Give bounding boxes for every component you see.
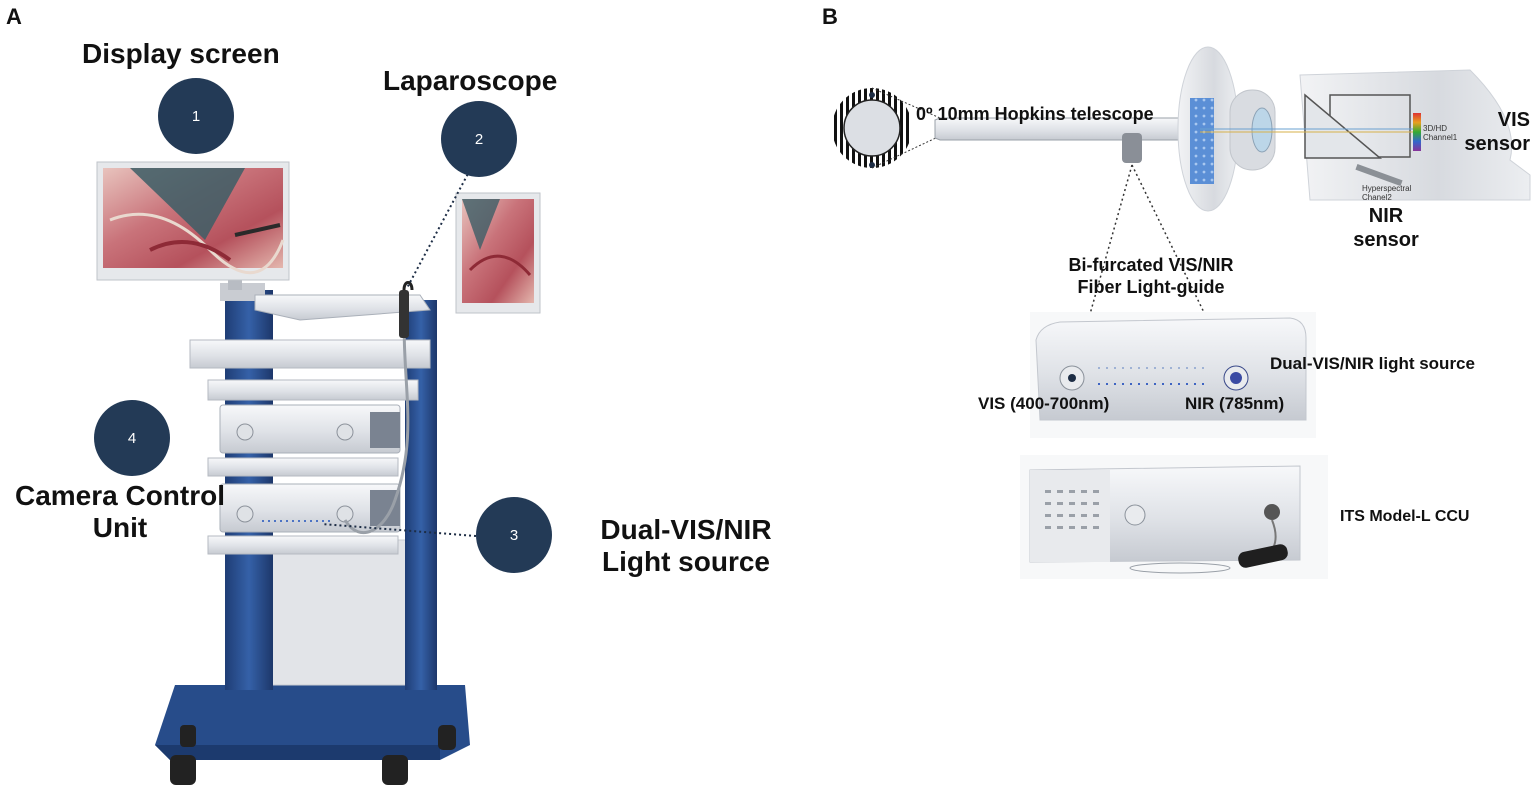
nir-sensor-line2: sensor [1353, 229, 1419, 251]
badge-1: 1 [158, 78, 234, 154]
dual-light-source-device [1030, 312, 1316, 438]
light-source-label: Dual-VIS/NIR Light source [588, 514, 784, 578]
channel1-line1: 3D/HD [1423, 124, 1448, 133]
telescope-label: 0º 10mm Hopkins telescope [916, 104, 1154, 124]
channel1-line2: Channel1 [1423, 133, 1458, 142]
light-source-line2: Light source [601, 546, 770, 577]
cart-base [155, 685, 470, 760]
vis-sensor-chip [1413, 113, 1421, 151]
cart-wheels [170, 725, 456, 785]
telescope-cross-section [832, 87, 941, 169]
light-guide-post [1122, 133, 1142, 163]
light-guide-line2: Fiber Light-guide [1077, 277, 1225, 297]
dual-light-source-label: Dual-VIS/NIR light source [1270, 354, 1475, 373]
channel2-line2: Chanel2 [1362, 193, 1392, 202]
light-source-line1: Dual-VIS/NIR [600, 514, 772, 545]
camera-control-unit-label: Camera Control Unit [0, 480, 240, 544]
nir-sensor-chip [1355, 163, 1403, 187]
ccu-label: ITS Model-L CCU [1340, 508, 1470, 525]
nir-sensor-line1: NIR [1368, 205, 1404, 227]
prism-blue [1190, 98, 1214, 184]
channel2-line1: Hyperspectral [1362, 184, 1412, 193]
vis-sensor-line1: VIS [1497, 109, 1530, 131]
laparoscope-label: Laparoscope [383, 65, 558, 96]
camera-head [1177, 46, 1531, 212]
cart-laparoscope [399, 290, 409, 338]
cart-cable [343, 299, 410, 534]
panel-b-letter: B [822, 4, 838, 29]
cart-illustration [96, 161, 541, 785]
camera-control-unit-line2: Unit [92, 512, 148, 543]
ccu-device [1020, 455, 1328, 579]
light-guide-line1: Bi-furcated VIS/NIR [1068, 255, 1234, 275]
channel2-label: Hyperspectral Chanel2 [1362, 184, 1411, 202]
channel1-label: 3D/HD Channel1 [1423, 124, 1458, 142]
badge-3: 3 [476, 497, 552, 573]
camera-control-unit-line1: Camera Control [14, 480, 226, 511]
light-guide-lines [1071, 164, 1237, 379]
cart-back-panel [271, 539, 407, 686]
vis-range-label: VIS (400-700nm) [978, 394, 1110, 413]
nir-range-label: NIR (785nm) [1185, 394, 1285, 413]
badge-4: 4 [94, 400, 170, 476]
panel-a-leaders [321, 169, 477, 537]
cart-top-shelf [189, 339, 431, 369]
light-guide-label: Bi-furcated VIS/NIR Fiber Light-guide [1046, 254, 1256, 298]
nir-sensor-label: NIR sensor [1346, 204, 1426, 252]
badge-2: 2 [441, 101, 517, 177]
vis-sensor-line2: sensor [1464, 133, 1530, 155]
vis-sensor-label: VIS sensor [1448, 108, 1530, 156]
display-screen-label: Display screen [82, 38, 280, 69]
panel-a-letter: A [6, 4, 22, 29]
